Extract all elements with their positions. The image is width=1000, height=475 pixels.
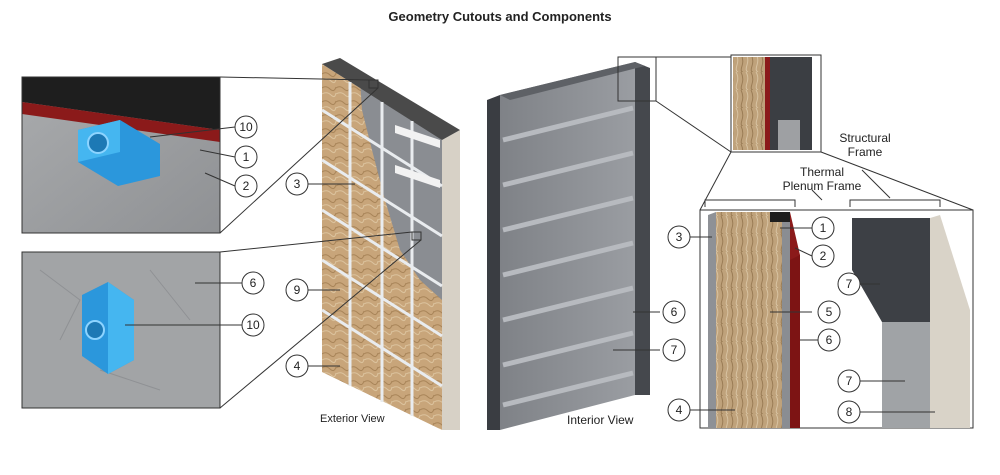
interior-detail-marker [617,56,657,102]
interior-view-label: Interior View [567,413,634,427]
plenum-insulation [716,212,782,428]
exterior-top-edge [322,58,460,140]
callout-7-struct-bottom: 7 [846,374,853,388]
callout-1-right: 1 [820,221,827,235]
callout-4-ext: 4 [294,359,301,373]
callout-3-right: 3 [676,230,683,244]
callouts [234,115,861,424]
callout-7-int: 7 [671,343,678,357]
callout-6-int: 6 [671,305,678,319]
inset-detail-interior [730,54,822,153]
callout-10-bottom: 10 [246,318,260,332]
exterior-view-label: Exterior View [320,413,385,425]
frame-brackets [704,169,941,207]
structural-frame-label-1: Structural [839,131,890,145]
callout-10-top: 10 [239,120,253,134]
callout-6-right: 6 [826,333,833,347]
detail-marker-mid [411,231,422,241]
thermal-frame-label-2: Plenum Frame [783,179,862,193]
inset-detail-top [21,76,221,234]
detail-marker-top [368,79,379,89]
exterior-wall [321,58,460,430]
structural-frame-label-2: Frame [848,145,883,159]
callout-5-right: 5 [826,305,833,319]
structural-channel [852,218,930,360]
exterior-grid [321,82,443,416]
inset-detail-bottom [21,251,221,409]
interior-studs [502,105,634,408]
callout-8-struct: 8 [846,405,853,419]
diagram-title: Geometry Cutouts and Components [388,9,612,24]
callout-6-left: 6 [250,276,257,290]
thermal-frame-label-1: Thermal [800,165,844,179]
callout-1-top: 1 [243,150,250,164]
callout-3-ext: 3 [294,177,301,191]
callout-2-top: 2 [243,179,250,193]
interior-wall [487,56,657,430]
callout-7-struct-top: 7 [846,277,853,291]
callout-2-right: 2 [820,249,827,263]
leader-lines [125,126,935,413]
callout-4-right: 4 [676,403,683,417]
callout-9-ext: 9 [294,283,301,297]
exterior-edge [442,130,460,430]
